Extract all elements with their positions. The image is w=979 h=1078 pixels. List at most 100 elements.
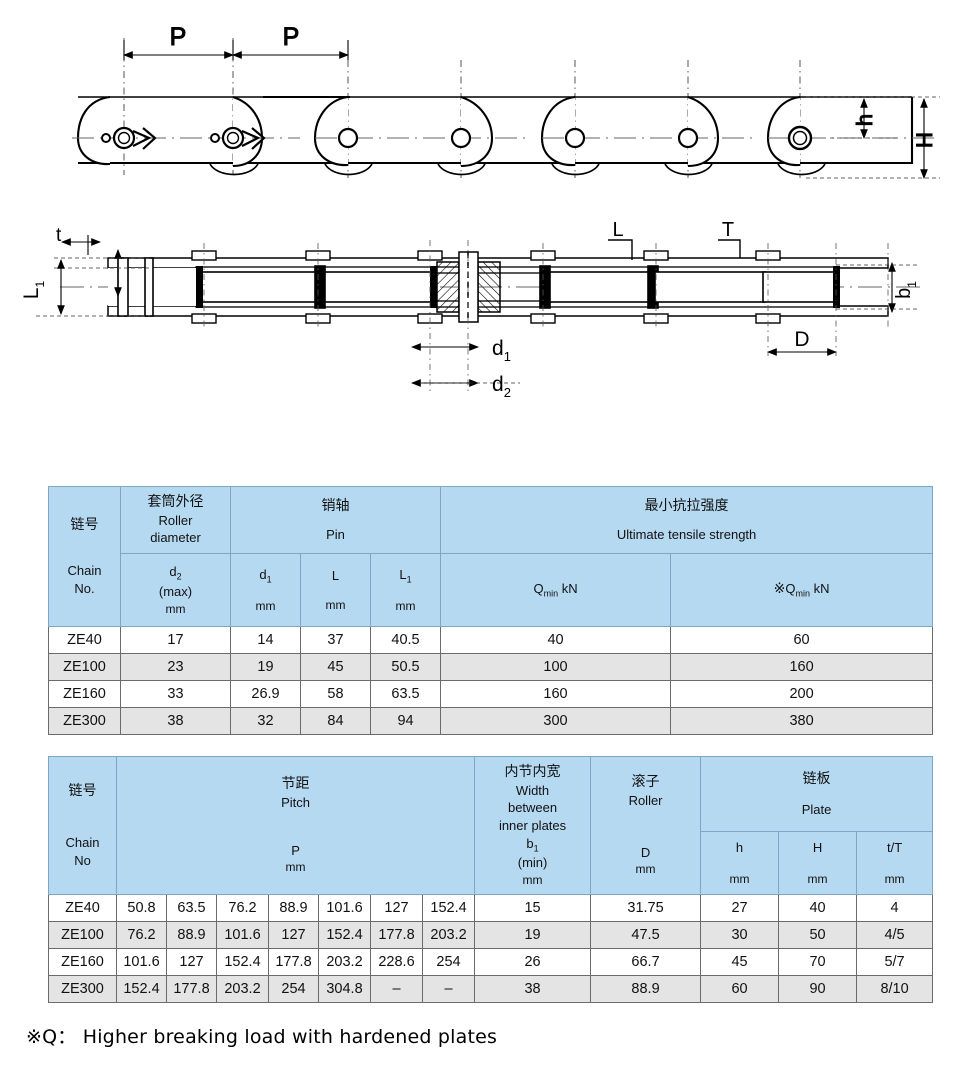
table1-header-row-1: 链号 Chain No. 套筒外径 Roller diameter 销轴 Pin… <box>48 486 934 627</box>
cell-q: 160 <box>440 680 672 708</box>
cell-pitch: 177.8 <box>370 921 423 949</box>
T-dimension-label: T <box>722 219 734 241</box>
cell-L1: 94 <box>369 707 442 735</box>
t-dimension-label: t <box>56 225 62 246</box>
cell-L: 84 <box>300 707 371 735</box>
cell-H: 40 <box>778 894 858 922</box>
th-qmin-star: ※Qmin kN <box>670 553 934 627</box>
cell-pitch: 127 <box>370 894 423 922</box>
cell-D: 88.9 <box>590 975 702 1003</box>
th2-pitch-en: Pitch <box>281 795 310 811</box>
th2-plate-h: h mm <box>700 831 780 895</box>
cell-chain-no: ZE300 <box>48 707 121 735</box>
cell-q-star: 380 <box>670 707 934 735</box>
th2-roller-cn: 滚子 <box>631 774 660 791</box>
cell-pitch: 127 <box>268 921 319 949</box>
cell-L: 37 <box>300 626 371 654</box>
cell-pitch: 88.9 <box>268 894 319 922</box>
th-roller-en1: Roller <box>158 512 193 528</box>
H-dimension-label: H <box>912 132 937 148</box>
th-d2-symbol: d2 (max) mm <box>120 553 231 627</box>
th-tensile-group: 最小抗拉强度 Ultimate tensile strength <box>440 486 934 554</box>
th2-chain-no-en2: No <box>74 852 91 868</box>
th2-roller: 滚子 Roller D mm <box>590 756 702 895</box>
d1-dimension-label: d <box>492 337 504 360</box>
th-qmin-star-unit: kN <box>813 581 830 597</box>
table-row: ZE40 17 14 37 40.5 40 60 <box>48 626 934 654</box>
th2-width-unit: mm <box>522 872 543 887</box>
table1-header-row-2: d2 (max) mm d1 mm L mm L1 mm <box>49 553 934 627</box>
cell-pitch: 152.4 <box>216 948 269 976</box>
cell-pitch: 203.2 <box>421 921 476 949</box>
th-chain-no-en1: Chain <box>67 563 102 579</box>
th-L-unit: mm <box>325 597 346 612</box>
th2-chain-no-en1: Chain <box>65 835 100 851</box>
table1-header: 链号 Chain No. 套筒外径 Roller diameter 销轴 Pin… <box>48 486 934 627</box>
th-chain-no-cn: 链号 <box>70 516 99 533</box>
th-d2-sub: 2 <box>176 571 182 582</box>
th2-plate-en: Plate <box>801 801 832 817</box>
cell-pitch: 177.8 <box>166 975 217 1003</box>
cell-b1: 26 <box>474 948 592 976</box>
table-row: ZE160 33 26.9 58 63.5 160 200 <box>48 680 934 708</box>
th-L-sym: L <box>331 568 340 584</box>
th-qmin-star-sym: Q <box>785 581 796 597</box>
cell-chain-no: ZE40 <box>48 626 121 654</box>
th-L1-sub: 1 <box>406 574 412 585</box>
th2-pitch-group: 节距 Pitch P mm <box>115 756 476 895</box>
cell-pitch: 101.6 <box>116 948 167 976</box>
cell-h: 30 <box>700 921 780 949</box>
th-d2-sym: d <box>169 564 177 580</box>
th2-width-sym: b <box>526 835 534 851</box>
cell-d1: 19 <box>230 653 301 681</box>
th-qmin-star-pre: ※ <box>773 581 786 598</box>
table1-body: ZE40 17 14 37 40.5 40 60 ZE100 23 19 45 … <box>48 626 934 735</box>
pitch-label-1: P <box>170 23 187 51</box>
th-d2-unit: mm <box>165 601 186 616</box>
cell-d2: 38 <box>120 707 231 735</box>
cell-pitch: 152.4 <box>421 894 476 922</box>
cell-pitch: 177.8 <box>268 948 319 976</box>
cell-h: 27 <box>700 894 780 922</box>
th2-pitch-unit: mm <box>285 860 306 875</box>
th2-width-cn: 内节内宽 <box>504 764 561 780</box>
cell-D: 31.75 <box>590 894 702 922</box>
cell-D: 47.5 <box>590 921 702 949</box>
table2-body: ZE40 50.8 63.5 76.2 88.9 101.6 127 152.4… <box>48 894 934 1003</box>
cell-pitch: 127 <box>166 948 217 976</box>
cell-D: 66.7 <box>590 948 702 976</box>
th2-plate-tT: t/T mm <box>856 831 934 895</box>
cell-tT: 8/10 <box>856 975 934 1003</box>
cell-tT: 4/5 <box>856 921 934 949</box>
table2-header: 链号 Chain No 节距 Pitch P mm 内节内宽 Width bet… <box>48 756 934 895</box>
cell-H: 90 <box>778 975 858 1003</box>
table-row: ZE300 38 32 84 94 300 380 <box>48 707 934 735</box>
cell-L: 45 <box>300 653 371 681</box>
cell-pitch: 50.8 <box>116 894 167 922</box>
table-row: ZE300 152.4 177.8 203.2 254 304.8 – – 38… <box>48 975 934 1003</box>
th-d1-unit: mm <box>255 598 276 613</box>
cell-pitch: 152.4 <box>318 921 371 949</box>
bottom-section-view: t L1 L T b1 <box>20 219 920 400</box>
cell-pitch: 228.6 <box>370 948 423 976</box>
th2-H-sym: H <box>812 840 823 856</box>
svg-text:d2: d2 <box>492 373 511 400</box>
cell-pitch: 203.2 <box>216 975 269 1003</box>
th2-width-en2: between <box>507 800 558 816</box>
th-qmin-unit: kN <box>561 581 578 597</box>
cell-pitch: 304.8 <box>318 975 371 1003</box>
cell-L1: 63.5 <box>369 680 442 708</box>
cell-pitch: 76.2 <box>216 894 269 922</box>
cell-H: 70 <box>778 948 858 976</box>
cell-tT: 4 <box>856 894 934 922</box>
cell-pitch: 88.9 <box>166 921 217 949</box>
th-tensile-cn: 最小抗拉强度 <box>644 497 729 514</box>
th-qmin-sub: min <box>543 588 559 599</box>
table-row: ZE40 50.8 63.5 76.2 88.9 101.6 127 152.4… <box>48 894 934 922</box>
cell-q: 40 <box>440 626 672 654</box>
cell-pitch: 101.6 <box>318 894 371 922</box>
svg-text:L1: L1 <box>20 281 47 300</box>
th-d2-qual: (max) <box>158 584 193 599</box>
th-d1-symbol: d1 mm <box>230 553 301 627</box>
th-qmin-star-sub: min <box>795 588 810 599</box>
